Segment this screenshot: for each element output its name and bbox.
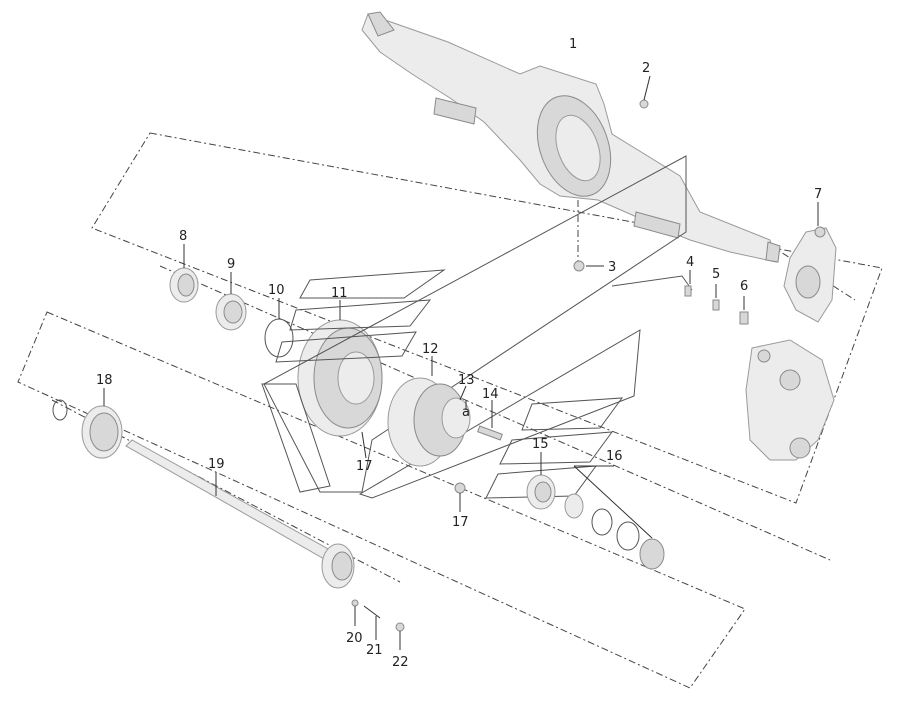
callout-3: 3 xyxy=(608,260,616,275)
callout-10: 10 xyxy=(268,283,285,298)
part-2-plug xyxy=(639,75,651,109)
callout-15: 15 xyxy=(532,437,549,452)
brake-caliper xyxy=(745,339,835,461)
callout-17-lower: 17 xyxy=(452,515,469,530)
callout-21: 21 xyxy=(366,643,383,658)
callout-13: 13 xyxy=(458,373,475,388)
callout-13a: a xyxy=(462,405,470,420)
callout-labels: 1 2 3 4 5 6 7 8 9 10 11 12 13 a 14 15 16… xyxy=(96,37,822,670)
callout-plates-right xyxy=(485,397,624,499)
lower-assembly-boundary xyxy=(17,311,746,689)
part-17-bolts xyxy=(361,431,466,512)
callout-17-upper: 17 xyxy=(356,459,373,474)
callout-14: 14 xyxy=(482,387,499,402)
callout-1: 1 xyxy=(569,37,577,52)
part-15-bearing xyxy=(526,452,556,510)
callout-19: 19 xyxy=(208,457,225,472)
part-11-brake-disc xyxy=(297,300,383,437)
part-7-bracket xyxy=(783,202,837,323)
axle-housing xyxy=(361,11,781,263)
callout-11: 11 xyxy=(331,286,348,301)
part-18-gasket xyxy=(52,388,123,459)
part-21-stud xyxy=(363,605,381,640)
part-19-axle-shaft xyxy=(125,439,355,589)
part-13-stud xyxy=(459,385,467,410)
callout-9: 9 xyxy=(227,257,235,272)
callout-plates-left xyxy=(261,155,687,499)
part-4-bolt xyxy=(611,270,693,297)
part-20-washer xyxy=(351,599,359,626)
part-5-pin xyxy=(712,284,720,311)
callout-4: 4 xyxy=(686,255,694,270)
part-9-bearing xyxy=(215,272,247,331)
part-14-bolt xyxy=(477,400,503,441)
part-6-clip xyxy=(739,296,749,325)
callout-16: 16 xyxy=(606,449,623,464)
part-22-nut xyxy=(395,622,405,650)
part-10-ring xyxy=(264,298,294,358)
part-8-seal xyxy=(169,244,199,303)
callout-20: 20 xyxy=(346,631,363,646)
callout-2: 2 xyxy=(642,61,650,76)
callout-8: 8 xyxy=(179,229,187,244)
part-16-washer-set xyxy=(564,465,665,570)
part-12-wheel-hub xyxy=(387,356,471,467)
callout-18: 18 xyxy=(96,373,113,388)
callout-6: 6 xyxy=(740,279,748,294)
callout-7: 7 xyxy=(814,187,822,202)
callout-12: 12 xyxy=(422,342,439,357)
callout-5: 5 xyxy=(712,267,720,282)
upper-centerline xyxy=(159,265,831,561)
callout-22: 22 xyxy=(392,655,409,670)
part-3-drain-plug xyxy=(573,260,604,272)
